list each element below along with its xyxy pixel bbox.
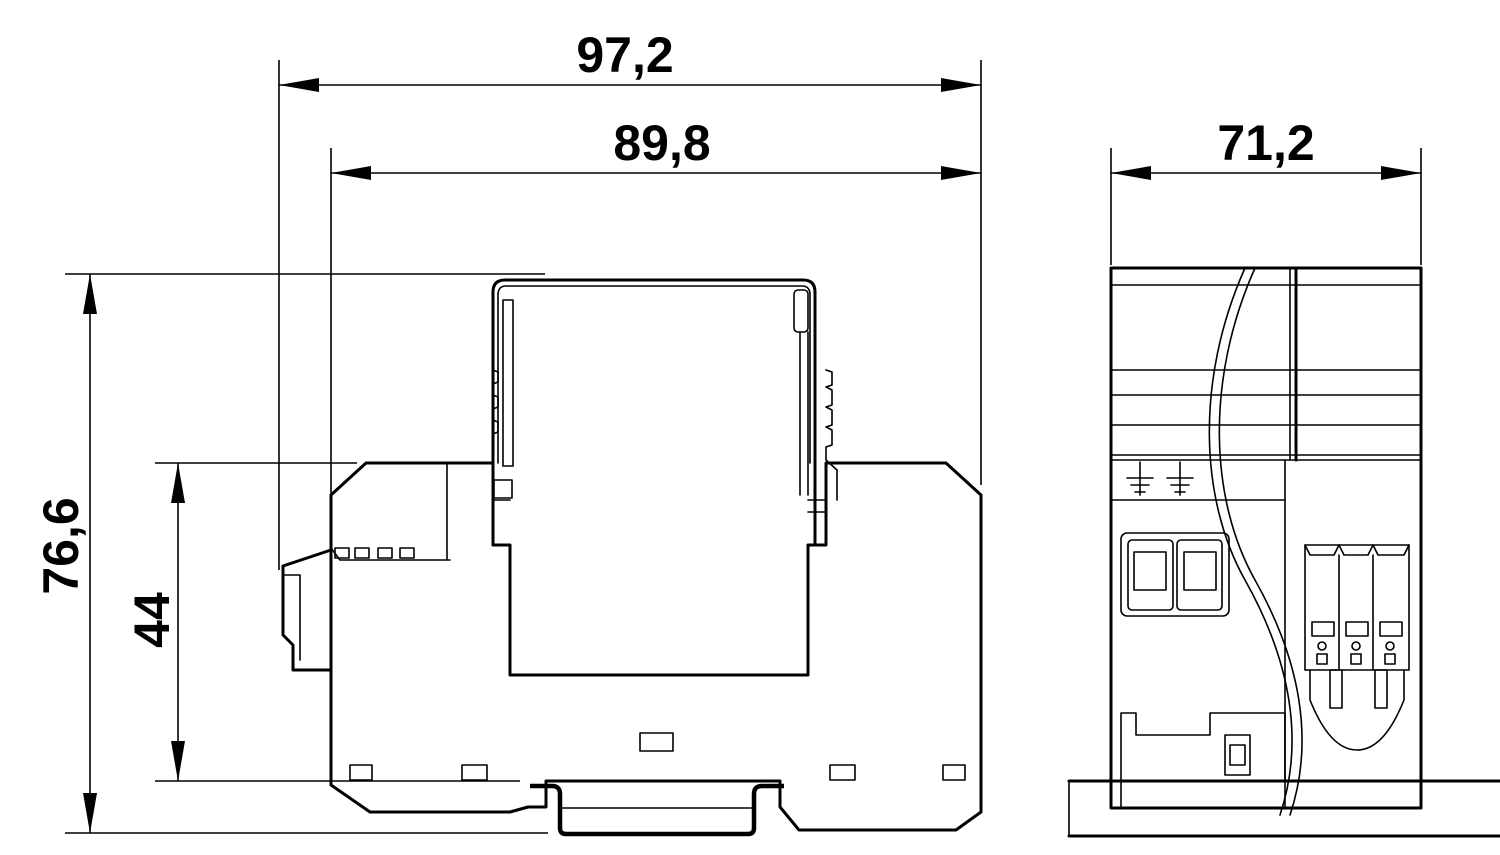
dimension-base-height: 44 [124,462,520,782]
dimension-overall-height: 76,6 [33,273,548,834]
dimension-label-base-height: 44 [124,592,180,648]
front-din-rail [530,783,784,837]
ground-symbol-icon [1166,461,1194,496]
dimension-label-side-width: 71,2 [1217,115,1314,171]
dimension-label-overall-height: 76,6 [33,497,89,594]
front-plug-module [491,278,817,547]
front-left-terminal [281,548,333,672]
front-terminal-teeth [334,547,415,559]
side-cable [1208,267,1293,816]
side-housing [1109,266,1423,810]
dimension-body-width: 89,8 [330,115,981,495]
front-base-windows [349,732,966,781]
ground-symbol-icon [1126,461,1154,496]
dimension-overall-width: 97,2 [278,27,982,570]
dimension-label-body-width: 89,8 [613,115,710,171]
side-terminal-block [1304,544,1410,751]
front-latch-spring [825,369,838,501]
side-view [1067,266,1500,838]
side-bottom-latch [1120,712,1286,809]
front-base-housing [329,461,983,832]
dimension-label-overall-width: 97,2 [576,27,673,83]
front-view [281,278,983,837]
side-indicator-windows [1120,532,1230,617]
dimension-side-width: 71,2 [1110,115,1422,265]
